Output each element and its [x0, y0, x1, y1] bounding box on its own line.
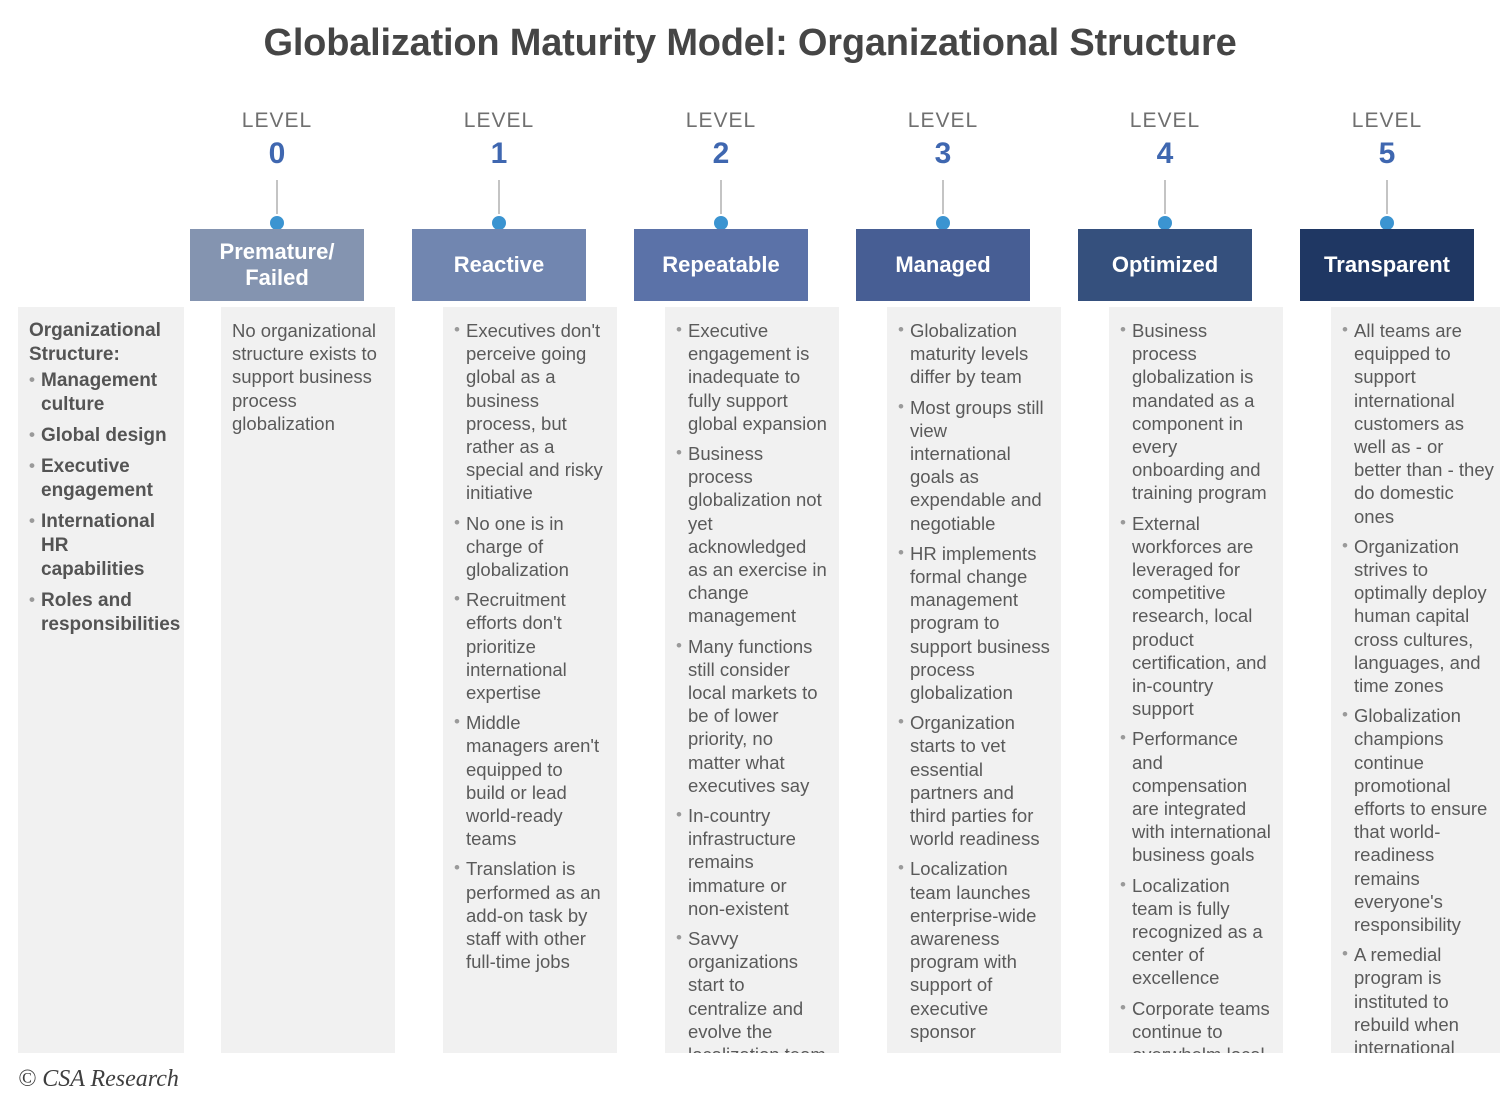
level-word-label: LEVEL [907, 109, 979, 132]
connector-line [942, 180, 944, 222]
stage-column-4: Business process globalization is mandat… [1109, 307, 1283, 1053]
sidebar-item-list: Management cultureGlobal designExecutive… [29, 368, 180, 637]
stage-header-4[interactable]: Optimized [1078, 229, 1252, 301]
level-marker-5: LEVEL 5 [1300, 108, 1474, 232]
stage-column-2: Executive engagement is inadequate to fu… [665, 307, 839, 1053]
stage-bullet-item: Organization starts to vet essential par… [898, 710, 1050, 850]
stage-bullet-item: Executives don't perceive going global a… [454, 318, 606, 505]
connector-line [720, 180, 722, 222]
level-marker-2: LEVEL 2 [634, 108, 808, 232]
stage-bullet-list: All teams are equipped to support intern… [1342, 318, 1494, 1053]
stage-header-1[interactable]: Reactive [412, 229, 586, 301]
stage-bullet-list: Globalization maturity levels differ by … [898, 318, 1050, 1043]
level-number: 2 [712, 137, 730, 170]
connector-line [276, 180, 278, 222]
stage-bullet-item: HR implements formal change management p… [898, 541, 1050, 704]
stage-bullet-item: Localization team launches enterprise-wi… [898, 856, 1050, 1043]
stage-bullet-item: Performance and compensation are integra… [1120, 726, 1272, 866]
level-word-label: LEVEL [1351, 109, 1423, 132]
stage-headers-row: Premature/ Failed Reactive Repeatable Manag… [190, 229, 1480, 301]
stage-header-label: Repeatable [662, 252, 780, 277]
stage-bullet-item: In-country infrastructure remains immatu… [676, 803, 828, 920]
connector-line [498, 180, 500, 222]
level-number: 3 [934, 137, 952, 170]
stage-header-label: Transparent [1324, 252, 1450, 277]
stage-header-label: Premature/ Failed [219, 239, 335, 290]
stage-bullet-item: Middle managers aren't equipped to build… [454, 710, 606, 850]
stage-bullet-item: Globalization maturity levels differ by … [898, 318, 1050, 389]
stage-bullet-item: Many functions still consider local mark… [676, 634, 828, 797]
connector-line [1386, 180, 1388, 222]
level-marker-0: LEVEL 0 [190, 108, 364, 232]
level-marker-4: LEVEL 4 [1078, 108, 1252, 232]
level-number: 4 [1156, 137, 1174, 170]
level-word-label: LEVEL [1129, 109, 1201, 132]
level-number: 5 [1378, 137, 1396, 170]
copyright-footer: © CSA Research [18, 1066, 179, 1092]
stage-header-label: Reactive [453, 252, 545, 277]
level-word-label: LEVEL [241, 109, 313, 132]
stage-bullet-item: Executive engagement is inadequate to fu… [676, 318, 828, 435]
level-number: 0 [268, 137, 286, 170]
stage-description: No organizational structure exists to su… [232, 320, 377, 434]
stage-header-0[interactable]: Premature/ Failed [190, 229, 364, 301]
stage-bullet-item: Business process globalization is mandat… [1120, 318, 1272, 505]
stage-bullet-list: Executive engagement is inadequate to fu… [676, 318, 828, 1053]
stage-bullet-list: Business process globalization is mandat… [1120, 318, 1272, 1053]
stage-bullet-item: Localization team is fully recognized as… [1120, 873, 1272, 990]
level-marker-1: LEVEL 1 [412, 108, 586, 232]
sidebar-item: Roles and responsibilities [29, 588, 180, 637]
stage-header-label: Managed [895, 252, 991, 277]
sidebar-heading: Organizational Structure: [29, 320, 161, 365]
sidebar-dimension-column: Organizational Structure: Management cul… [18, 307, 184, 1053]
stage-bullet-item: Business process globalization not yet a… [676, 441, 828, 628]
stage-column-3: Globalization maturity levels differ by … [887, 307, 1061, 1053]
stage-header-label: Optimized [1111, 252, 1219, 277]
level-word-label: LEVEL [685, 109, 757, 132]
stage-header-2[interactable]: Repeatable [634, 229, 808, 301]
stage-header-3[interactable]: Managed [856, 229, 1030, 301]
page-title: Globalization Maturity Model: Organizati… [263, 22, 1237, 64]
stage-column-5: All teams are equipped to support intern… [1331, 307, 1500, 1053]
sidebar-item: International HR capabilities [29, 509, 173, 582]
sidebar-item: Executive engagement [29, 454, 173, 503]
stage-bullet-item: Translation is performed as an add-on ta… [454, 856, 606, 973]
stage-bullet-item: Corporate teams continue to overwhelm lo… [1120, 996, 1272, 1053]
stage-column-1: Executives don't perceive going global a… [443, 307, 617, 1053]
stage-columns-row: Organizational Structure: Management cul… [18, 307, 1500, 1053]
stage-bullet-item: Savvy organizations start to centralize … [676, 926, 828, 1053]
stage-column-0: No organizational structure exists to su… [221, 307, 395, 1053]
stage-bullet-item: Recruitment efforts don't prioritize int… [454, 587, 606, 704]
sidebar-item: Global design [29, 423, 173, 448]
stage-bullet-list: Executives don't perceive going global a… [454, 318, 606, 973]
stage-bullet-item: A remedial program is instituted to rebu… [1342, 942, 1494, 1053]
stage-bullet-item: No one is in charge of globalization [454, 511, 606, 582]
stage-bullet-item: Globalization champions continue promoti… [1342, 703, 1494, 936]
stage-bullet-item: Organization strives to optimally deploy… [1342, 534, 1494, 697]
level-number: 1 [490, 137, 508, 170]
level-word-label: LEVEL [463, 109, 535, 132]
level-marker-3: LEVEL 3 [856, 108, 1030, 232]
stage-bullet-item: External workforces are leveraged for co… [1120, 511, 1272, 721]
connector-line [1164, 180, 1166, 222]
stage-header-5[interactable]: Transparent [1300, 229, 1474, 301]
sidebar-item: Management culture [29, 368, 173, 417]
stage-bullet-item: Most groups still view international goa… [898, 395, 1050, 535]
stage-bullet-item: All teams are equipped to support intern… [1342, 318, 1494, 528]
level-markers-row: LEVEL 0 LEVEL 1 LEVEL 2 LEVEL 3 LEVEL 4 LEVEL 5 [190, 108, 1480, 232]
